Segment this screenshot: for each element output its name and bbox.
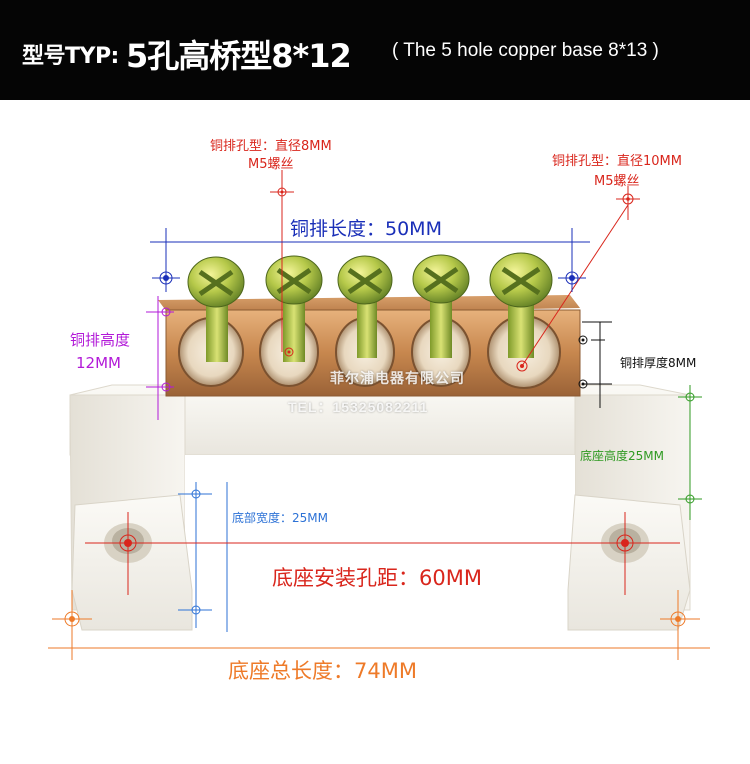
mount-distance-label: 底座安装孔距：60MM — [272, 566, 482, 590]
base-height-label: 底座高度25MM — [580, 449, 664, 463]
large-hole-screw-label: M5螺丝 — [594, 174, 640, 189]
small-hole-screw-label: M5螺丝 — [248, 157, 294, 172]
watermark-phone: TEL：15325082211 — [288, 399, 429, 415]
product-illustration — [48, 170, 710, 660]
bar-height-value: 12MM — [76, 354, 121, 372]
large-hole-label: 铜排孔型：直径10MM — [552, 154, 682, 169]
bar-height-label: 铜排高度 — [70, 331, 131, 349]
header-bar: 型号TYP: 5孔高桥型8*12 ( The 5 hole copper bas… — [0, 0, 750, 100]
small-hole-label: 铜排孔型：直径8MM — [210, 139, 332, 154]
base-total-length-label: 底座总长度：74MM — [228, 659, 417, 683]
screws — [187, 252, 553, 362]
bar-thickness-label: 铜排厚度8MM — [620, 356, 697, 370]
base-width-label: 底部宽度：25MM — [232, 511, 328, 525]
model-label: 型号TYP: — [22, 44, 119, 69]
dimension-lines — [48, 170, 710, 660]
ceramic-base — [69, 384, 691, 631]
watermark-company: 菲尔浦电器有限公司 — [330, 371, 465, 387]
english-description: ( The 5 hole copper base 8*13 ) — [392, 40, 659, 61]
model-value: 5孔高桥型8*12 — [126, 37, 352, 75]
bar-length-label: 铜排长度：50MM — [290, 218, 442, 240]
